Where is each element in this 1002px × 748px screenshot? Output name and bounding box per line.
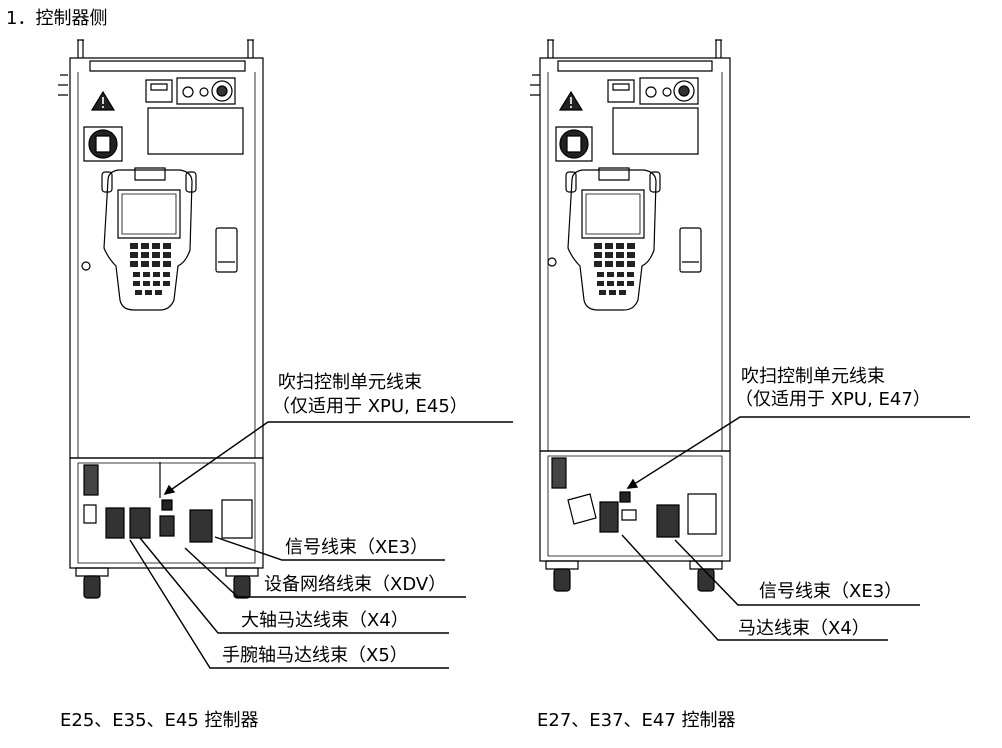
- right-signal-label: 信号线束（XE3）: [759, 581, 903, 602]
- left-network-label: 设备网络线束（XDV）: [264, 574, 447, 595]
- left-signal-label: 信号线束（XE3）: [285, 537, 429, 558]
- left-door-handle: [216, 228, 237, 272]
- right-door-handle: [680, 228, 701, 272]
- right-purge-label-line1: 吹扫控制单元线束: [741, 366, 885, 387]
- right-main-switch: [556, 127, 592, 161]
- left-purge-label-line1: 吹扫控制单元线束: [278, 372, 422, 393]
- left-controller: [58, 40, 263, 598]
- left-teach-pendant: [102, 168, 196, 310]
- left-connector-panel: [70, 458, 263, 568]
- right-leader-lines: [622, 417, 970, 640]
- right-caption: E27、E37、E47 控制器: [537, 710, 736, 731]
- left-casters: [76, 568, 258, 598]
- left-purge-label-line2: （仅适用于 XPU, E45）: [272, 396, 468, 417]
- right-motor-label: 马达线束（X4）: [738, 618, 870, 639]
- right-connector-panel: [540, 451, 730, 561]
- right-teach-pendant: [566, 168, 660, 310]
- left-caption: E25、E35、E45 控制器: [60, 710, 259, 731]
- left-main-axis-label: 大轴马达线束（X4）: [241, 610, 409, 631]
- right-casters: [546, 561, 722, 591]
- left-main-switch: [84, 127, 122, 161]
- right-controller: [530, 40, 730, 591]
- right-purge-label-line2: （仅适用于 XPU, E47）: [735, 389, 931, 410]
- section-heading: 1．控制器侧: [6, 8, 108, 29]
- left-leader-lines: [130, 422, 513, 668]
- left-wrist-axis-label: 手腕轴马达线束（X5）: [222, 645, 408, 666]
